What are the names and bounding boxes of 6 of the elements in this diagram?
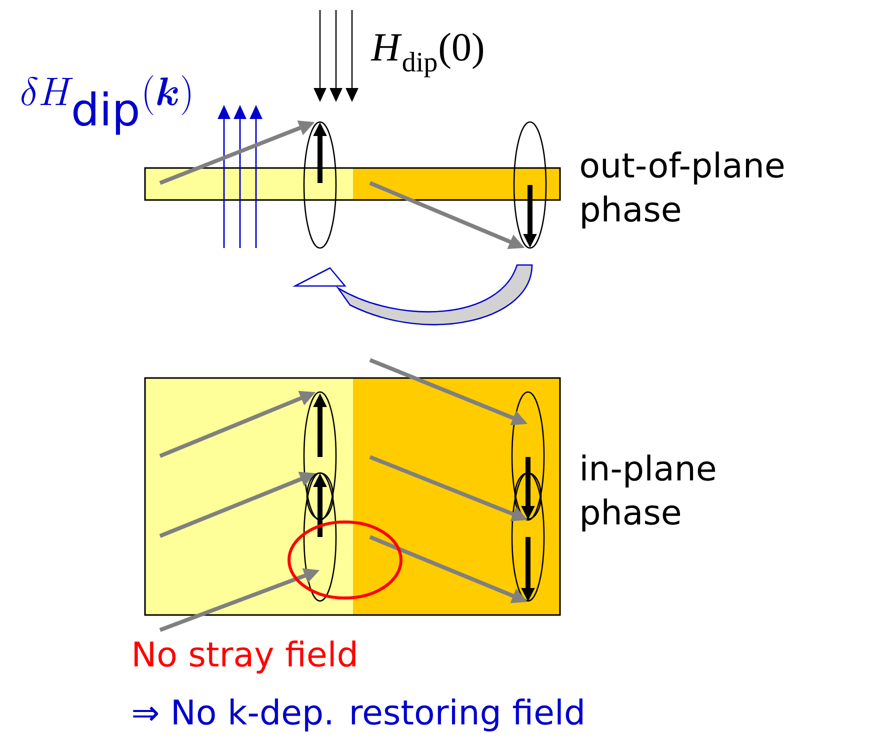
field-label: $\delta H_{\mathrm{dip}}(\boldsymbol{k})$ <box>22 75 190 135</box>
phase-label: in-plane phase <box>582 454 716 532</box>
phase-label: out-of-plane phase <box>581 152 784 228</box>
note-text: No stray field <box>134 640 356 674</box>
field-label: H$_{dip}$(0) <box>370 32 484 78</box>
note-text: ⇒ No k-dep. restoring field <box>133 698 582 732</box>
